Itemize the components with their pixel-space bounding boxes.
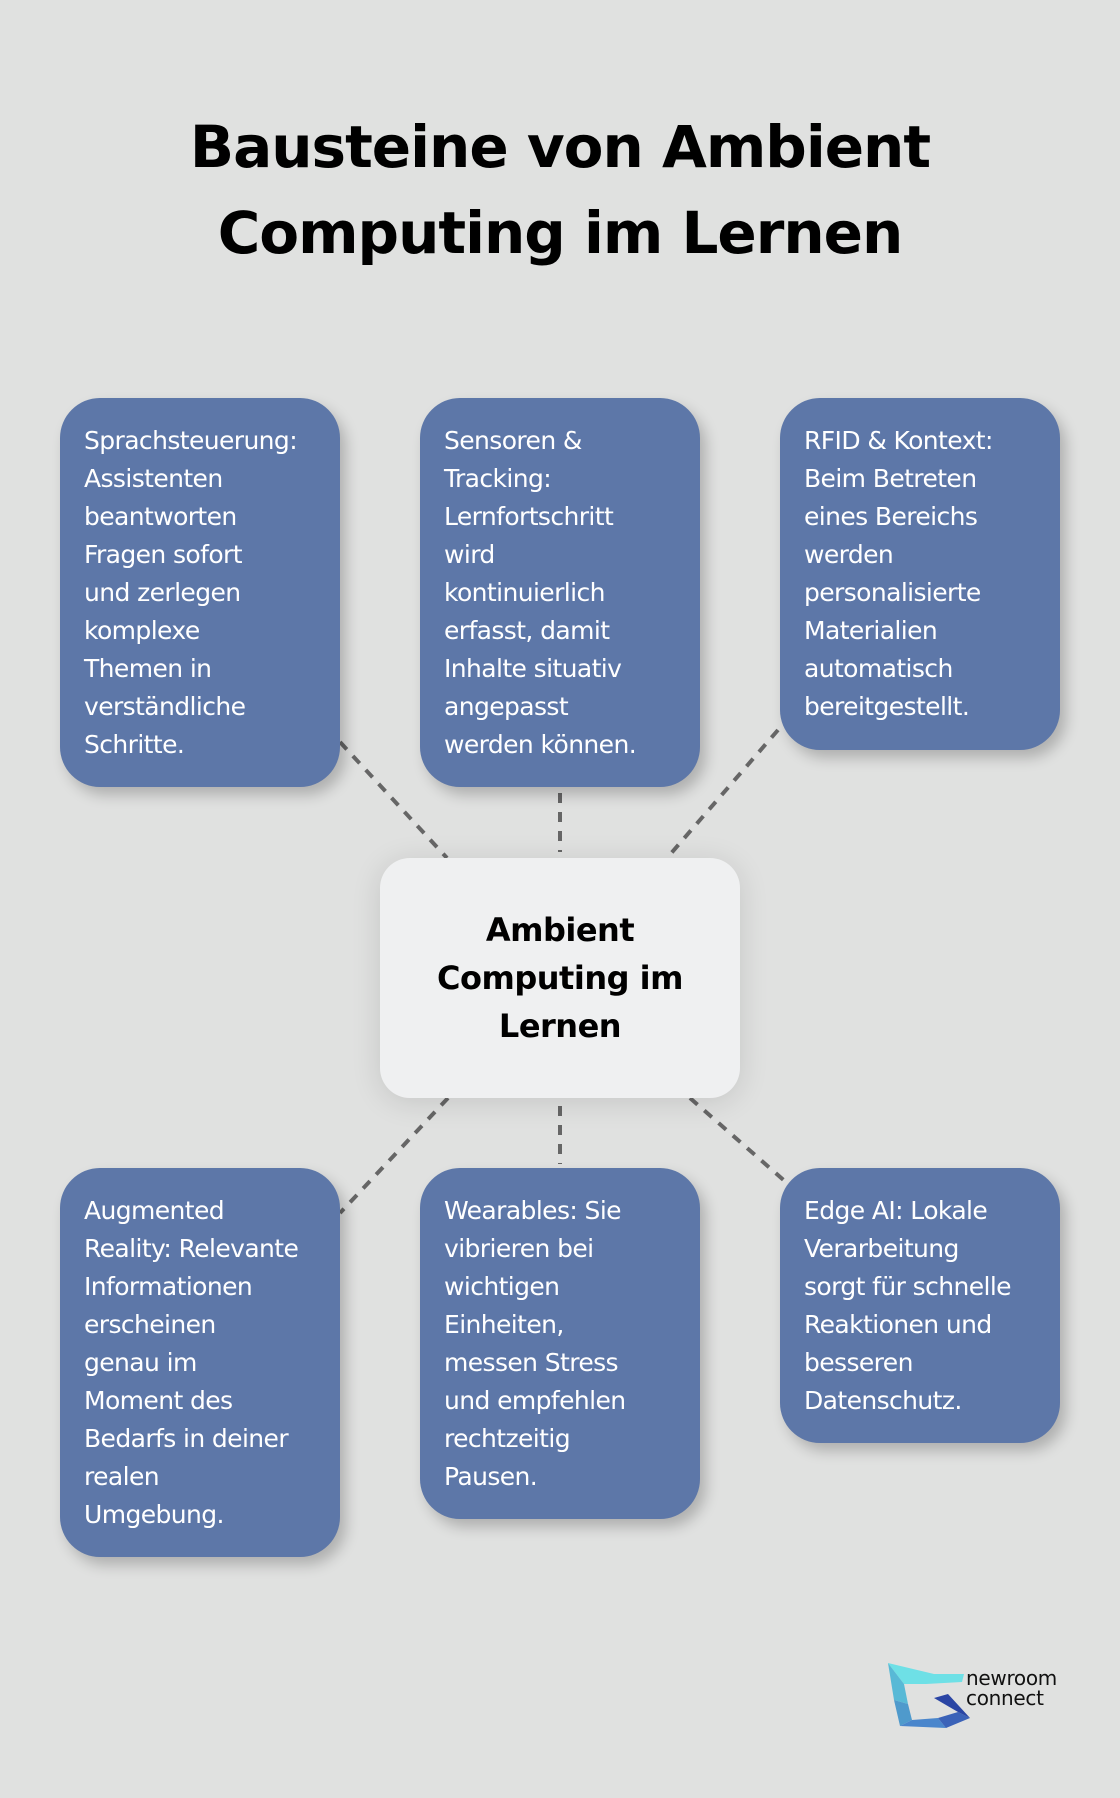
center-label: Ambient Computing im Lernen [437,911,683,1045]
page-title: Bausteine von Ambient Computing im Lerne… [189,113,931,267]
center-node: Ambient Computing im Lernen [380,858,740,1098]
node-sensoren-tracking: Sensoren & Tracking: Lernfortschritt wir… [420,398,700,787]
connector-4 [338,1096,450,1215]
node-sprachsteuerung: Sprachsteuerung: Assistenten beantworten… [60,398,340,787]
connector-1 [338,740,449,860]
node-edge-ai: Edge AI: Lokale Verarbeitung sorgt für s… [780,1168,1060,1443]
node-rfid-kontext: RFID & Kontext: Beim Betreten eines Bere… [780,398,1060,750]
logo-text: newroom connect [966,1668,1057,1708]
connector-3 [665,728,780,860]
logo-line-1: newroom [966,1666,1057,1690]
logo-line-2: connect [966,1686,1044,1710]
node-augmented-reality: Augmented Reality: Relevante Information… [60,1168,340,1557]
connector-6 [688,1096,789,1185]
newroom-logo-icon [888,1663,970,1728]
node-wearables: Wearables: Sie vibrieren bei wichtigen E… [420,1168,700,1519]
